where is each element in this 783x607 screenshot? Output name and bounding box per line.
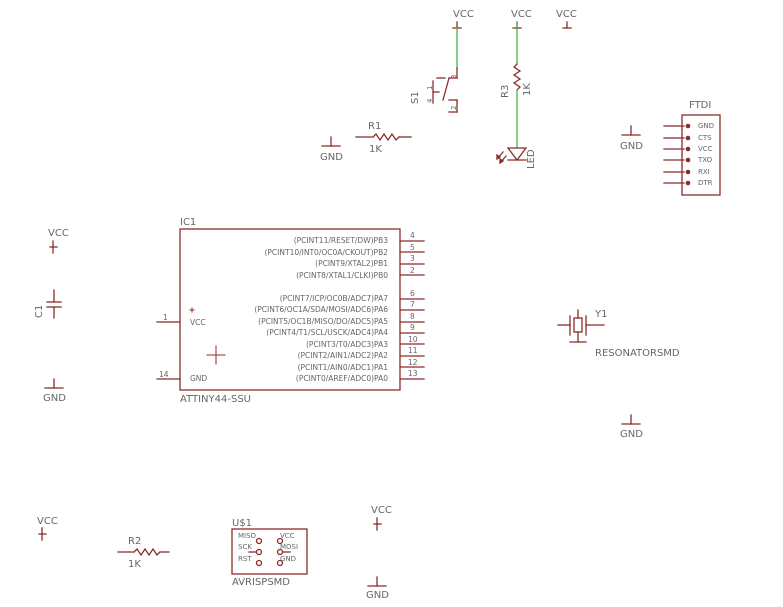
vcc-symbol-r3[interactable]: VCC [511, 9, 532, 29]
ftdi-pin-cts: CTS [698, 134, 712, 142]
vcc-label: VCC [371, 505, 392, 516]
ic1-pinnum-5: 5 [410, 243, 415, 252]
ic1-pinnum-13: 13 [408, 369, 418, 378]
gnd-label: GND [43, 393, 66, 404]
ftdi-header[interactable]: FTDI GND CTS VCC TXO RXI DTR [663, 100, 721, 196]
r2-value: 1K [128, 559, 141, 570]
ic1-pin-pb3: (PCINT11/RESET/DW)PB3 [294, 236, 389, 245]
ic1-pin-pb0: (PCINT8/XTAL1/CLKI)PB0 [296, 271, 388, 280]
r3-value: 1K [522, 83, 533, 96]
resistor-r2[interactable]: R2 1K [117, 536, 170, 570]
vcc-label: VCC [556, 9, 577, 20]
isp-ref: U$1 [232, 518, 252, 529]
isp-pin-miso: MISO [238, 532, 257, 540]
ic1-ref: IC1 [180, 217, 196, 228]
c1-ref: C1 [34, 305, 45, 318]
isp-pin-sck: SCK [238, 543, 252, 551]
ic1-pinnum-14: 14 [159, 370, 169, 379]
ic1-pinnum-7: 7 [410, 300, 415, 309]
gnd-symbol-r1[interactable]: GND [320, 136, 343, 163]
ic1-pinnum-12: 12 [408, 358, 418, 367]
r3-ref: R3 [500, 85, 511, 98]
gnd-label: GND [620, 429, 643, 440]
ic1-pinnum-1: 1 [163, 313, 168, 322]
ic1-pin-pb2: (PCINT10/INT0/OC0A/CKOUT)PB2 [264, 248, 388, 257]
ic1-pin-pa5: (PCINT5/OC1B/MISO/DO/ADC5)PA5 [258, 317, 388, 326]
s1-ref: S1 [410, 91, 421, 104]
gnd-label: GND [620, 141, 643, 152]
ic1-pinnum-9: 9 [410, 323, 415, 332]
ic1-pin-pa7: (PCINT7/ICP/OC0B/ADC7)PA7 [280, 294, 388, 303]
vcc-label: VCC [48, 228, 69, 239]
ic1-value: ATTINY44-SSU [180, 394, 251, 405]
r1-value: 1K [369, 144, 382, 155]
ftdi-pin-txo: TXO [697, 156, 713, 164]
vcc-symbol-r2[interactable]: VCC [37, 516, 58, 541]
ic1-pin-gnd: GND [190, 374, 207, 383]
y1-value: RESONATORSMD [595, 348, 680, 359]
gnd-symbol-isp[interactable]: GND [366, 576, 389, 601]
gnd-symbol-y1[interactable]: GND [620, 414, 643, 440]
ftdi-pin-gnd: GND [698, 122, 714, 130]
resonator-y1[interactable]: Y1 RESONATORSMD [557, 309, 680, 359]
vcc-symbol-isp[interactable]: VCC [371, 505, 392, 531]
ic1-pinnum-6: 6 [410, 289, 415, 298]
ic1-pin-pa6: (PCINT6/OC1A/SDA/MOSI/ADC6)PA6 [254, 305, 388, 314]
capacitor-c1[interactable]: C1 [34, 289, 62, 319]
led-value: LED [526, 149, 537, 169]
r1-ref: R1 [368, 121, 381, 132]
ic1-pin-pa2: (PCINT2/AIN1/ADC2)PA2 [298, 351, 389, 360]
ftdi-pin-vcc: VCC [698, 145, 713, 153]
vcc-label: VCC [511, 9, 532, 20]
isp-pin-mosi: MOSI [280, 543, 298, 551]
led[interactable]: LED [496, 147, 537, 169]
gnd-symbol-c1[interactable]: GND [43, 378, 66, 404]
ic1-pinnum-11: 11 [408, 346, 418, 355]
gnd-label: GND [320, 152, 343, 163]
ic1-attiny44[interactable]: IC1 ATTINY44-SSU (PCINT11/RESET/DW)PB3 (… [156, 217, 425, 405]
ftdi-pin-rxi: RXI [698, 168, 710, 176]
avrisp-header-u1[interactable]: U$1 MISO SCK RST VCC MOSI GND AVRISPSMD [231, 518, 308, 588]
r2-ref: R2 [128, 536, 141, 547]
ic1-pin-pa1: (PCINT1/AIN0/ADC1)PA1 [298, 363, 389, 372]
vcc-label: VCC [453, 9, 474, 20]
ftdi-name: FTDI [689, 100, 711, 111]
isp-pin-rst: RST [238, 555, 252, 563]
ic1-pin-pa0: (PCINT0/AREF/ADC0)PA0 [296, 374, 388, 383]
vcc-symbol-top-right[interactable]: VCC [556, 9, 577, 29]
s1-pin-2: 2 [450, 106, 458, 110]
ic1-pin-pb1: (PCINT9/XTAL2)PB1 [315, 259, 388, 268]
isp-value: AVRISPSMD [232, 577, 290, 588]
ic1-pinnum-8: 8 [410, 312, 415, 321]
vcc-label: VCC [37, 516, 58, 527]
y1-ref: Y1 [594, 309, 607, 320]
ic1-pinnum-10: 10 [408, 335, 418, 344]
vcc-symbol-s1[interactable]: VCC [452, 9, 474, 29]
ic1-pin-pa3: (PCINT3/T0/ADC3)PA3 [306, 340, 388, 349]
isp-pin-vcc: VCC [280, 532, 295, 540]
s1-pin-1: 1 [426, 86, 434, 90]
isp-pin-gnd: GND [280, 555, 296, 563]
vcc-symbol-c1[interactable]: VCC [48, 228, 69, 254]
s1-pin-4: 4 [426, 98, 434, 103]
ic1-pinnum-4: 4 [410, 231, 415, 240]
switch-s1[interactable]: S1 3 2 1 4 [410, 27, 458, 113]
gnd-symbol-ftdi[interactable]: GND [620, 125, 643, 152]
resistor-r1[interactable]: R1 1K [355, 121, 412, 155]
ic1-pin-vcc: VCC [190, 318, 206, 327]
ic1-pin-pa4: (PCINT4/T1/SCL/USCK/ADC4)PA4 [266, 328, 388, 337]
ic1-pinnum-3: 3 [410, 254, 415, 263]
resistor-r3[interactable]: R3 1K [500, 21, 533, 98]
s1-pin-3: 3 [450, 75, 458, 79]
ftdi-pin-dtr: DTR [698, 179, 713, 187]
ic1-pinnum-2: 2 [410, 266, 415, 275]
gnd-label: GND [366, 590, 389, 601]
origin-cross-icon [206, 345, 226, 365]
